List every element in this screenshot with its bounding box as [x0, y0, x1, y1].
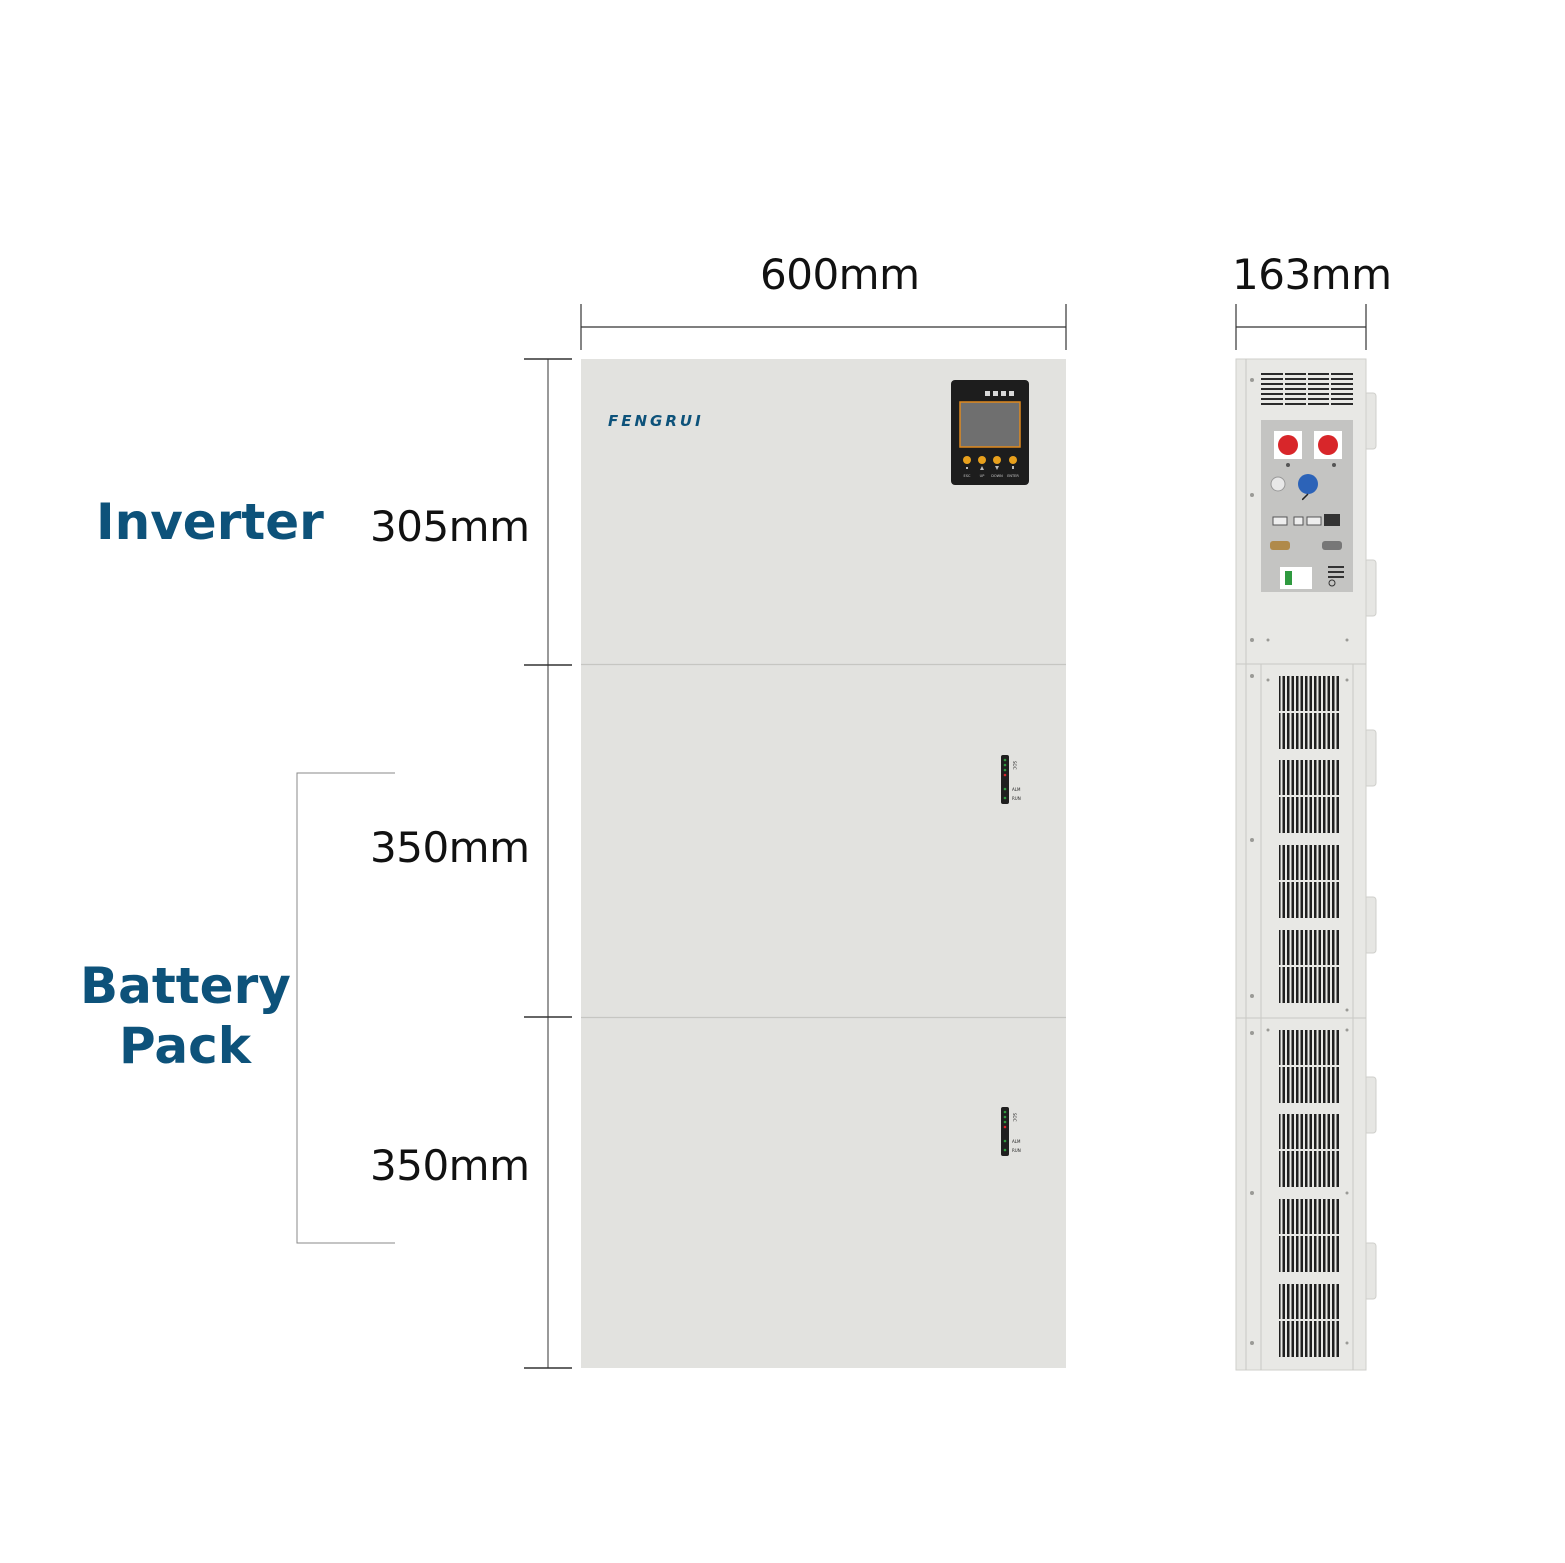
ethernet-port — [1324, 514, 1340, 526]
lcd-screen — [959, 401, 1021, 448]
top-vent-dividers — [1283, 372, 1331, 406]
run-label: RUN — [1012, 1148, 1021, 1153]
front-view: FENGRUI — [581, 359, 1066, 1368]
soc-led-3 — [1003, 768, 1007, 772]
down-button[interactable] — [993, 456, 1001, 464]
inverter-label: Inverter — [96, 493, 324, 551]
side-screws — [1250, 378, 1349, 1345]
soc-label: SOC — [1012, 1113, 1017, 1122]
soc-led-1 — [1003, 758, 1007, 762]
panel-vent — [1328, 566, 1344, 578]
alm-led — [1003, 1139, 1007, 1143]
button-arrows — [966, 466, 1014, 470]
soc-led-2 — [1003, 763, 1007, 767]
battery-status-icon — [993, 391, 998, 396]
run-led — [1003, 1148, 1007, 1152]
battery-label-line2: Pack — [119, 1017, 251, 1075]
run-label: RUN — [1012, 796, 1021, 801]
indicator-strip — [1001, 755, 1009, 804]
display-panel: ESC UP DOWN ENTER — [951, 380, 1029, 485]
up-button[interactable] — [978, 456, 986, 464]
soc-led-3 — [1003, 1120, 1007, 1124]
side-depth-dimension: 163mm — [1232, 250, 1392, 299]
enter-label: ENTER — [1007, 474, 1019, 478]
inverter-height-dimension: 305mm — [370, 502, 530, 551]
soc-led-4 — [1003, 773, 1007, 777]
usb-port — [1272, 516, 1288, 526]
serial-port-2 — [1322, 541, 1342, 550]
soc-label: SOC — [1012, 761, 1017, 770]
breaker-2 — [1318, 435, 1338, 455]
soc-led-4 — [1003, 1125, 1007, 1129]
dip-switch — [1306, 516, 1322, 526]
warning-status-icon — [1009, 391, 1014, 396]
breakers — [1274, 431, 1342, 467]
battery-indicator-2: SOC ALM RUN — [1001, 1107, 1021, 1156]
grounding-terminal — [1270, 476, 1286, 492]
battery-indicator-1: SOC ALM RUN — [1001, 755, 1021, 804]
alm-label: ALM — [1012, 787, 1021, 792]
alm-label: ALM — [1012, 1139, 1021, 1144]
brand-logo-text: FENGRUI — [608, 412, 704, 430]
esc-icon — [966, 467, 968, 469]
cabinet-front — [581, 359, 1066, 1368]
green-terminal — [1285, 571, 1292, 585]
up-arrow-icon — [980, 466, 984, 470]
run-led — [1003, 796, 1007, 800]
soc-led-2 — [1003, 1115, 1007, 1119]
esc-button[interactable] — [963, 456, 971, 464]
battery-pack-label: Battery Pack — [80, 956, 291, 1076]
battery-bracket — [296, 772, 395, 1244]
connector-cable — [1301, 493, 1309, 501]
alm-led — [1003, 787, 1007, 791]
dimension-lines — [296, 304, 1367, 1369]
grid-status-icon — [985, 391, 990, 396]
side-frame-lines — [1236, 359, 1366, 1370]
down-arrow-icon — [995, 466, 999, 470]
blue-connector — [1298, 474, 1318, 494]
status-icons — [985, 391, 1014, 396]
brand-logo: FENGRUI — [608, 412, 704, 430]
enter-icon — [1012, 466, 1014, 469]
vent-mid-bars — [1279, 711, 1341, 1321]
ports — [1270, 514, 1342, 550]
breaker-1 — [1278, 435, 1298, 455]
enter-button[interactable] — [1009, 456, 1017, 464]
battery-label-line1: Battery — [80, 957, 291, 1015]
up-label: UP — [980, 474, 985, 478]
serial-port-1 — [1270, 541, 1290, 550]
battery1-height-dimension: 350mm — [370, 823, 530, 872]
front-width-dimension: 600mm — [760, 250, 920, 299]
indicator-strip — [1001, 1107, 1009, 1156]
side-view — [1235, 358, 1377, 1371]
soc-led-1 — [1003, 1110, 1007, 1114]
usb-port-2 — [1293, 516, 1304, 526]
display-buttons — [963, 456, 1017, 464]
label-plate — [1280, 567, 1312, 589]
ground-symbol-icon — [1328, 579, 1336, 587]
load-status-icon — [1001, 391, 1006, 396]
battery2-height-dimension: 350mm — [370, 1141, 530, 1190]
esc-label: ESC — [964, 474, 971, 478]
down-label: DOWN — [991, 474, 1003, 478]
